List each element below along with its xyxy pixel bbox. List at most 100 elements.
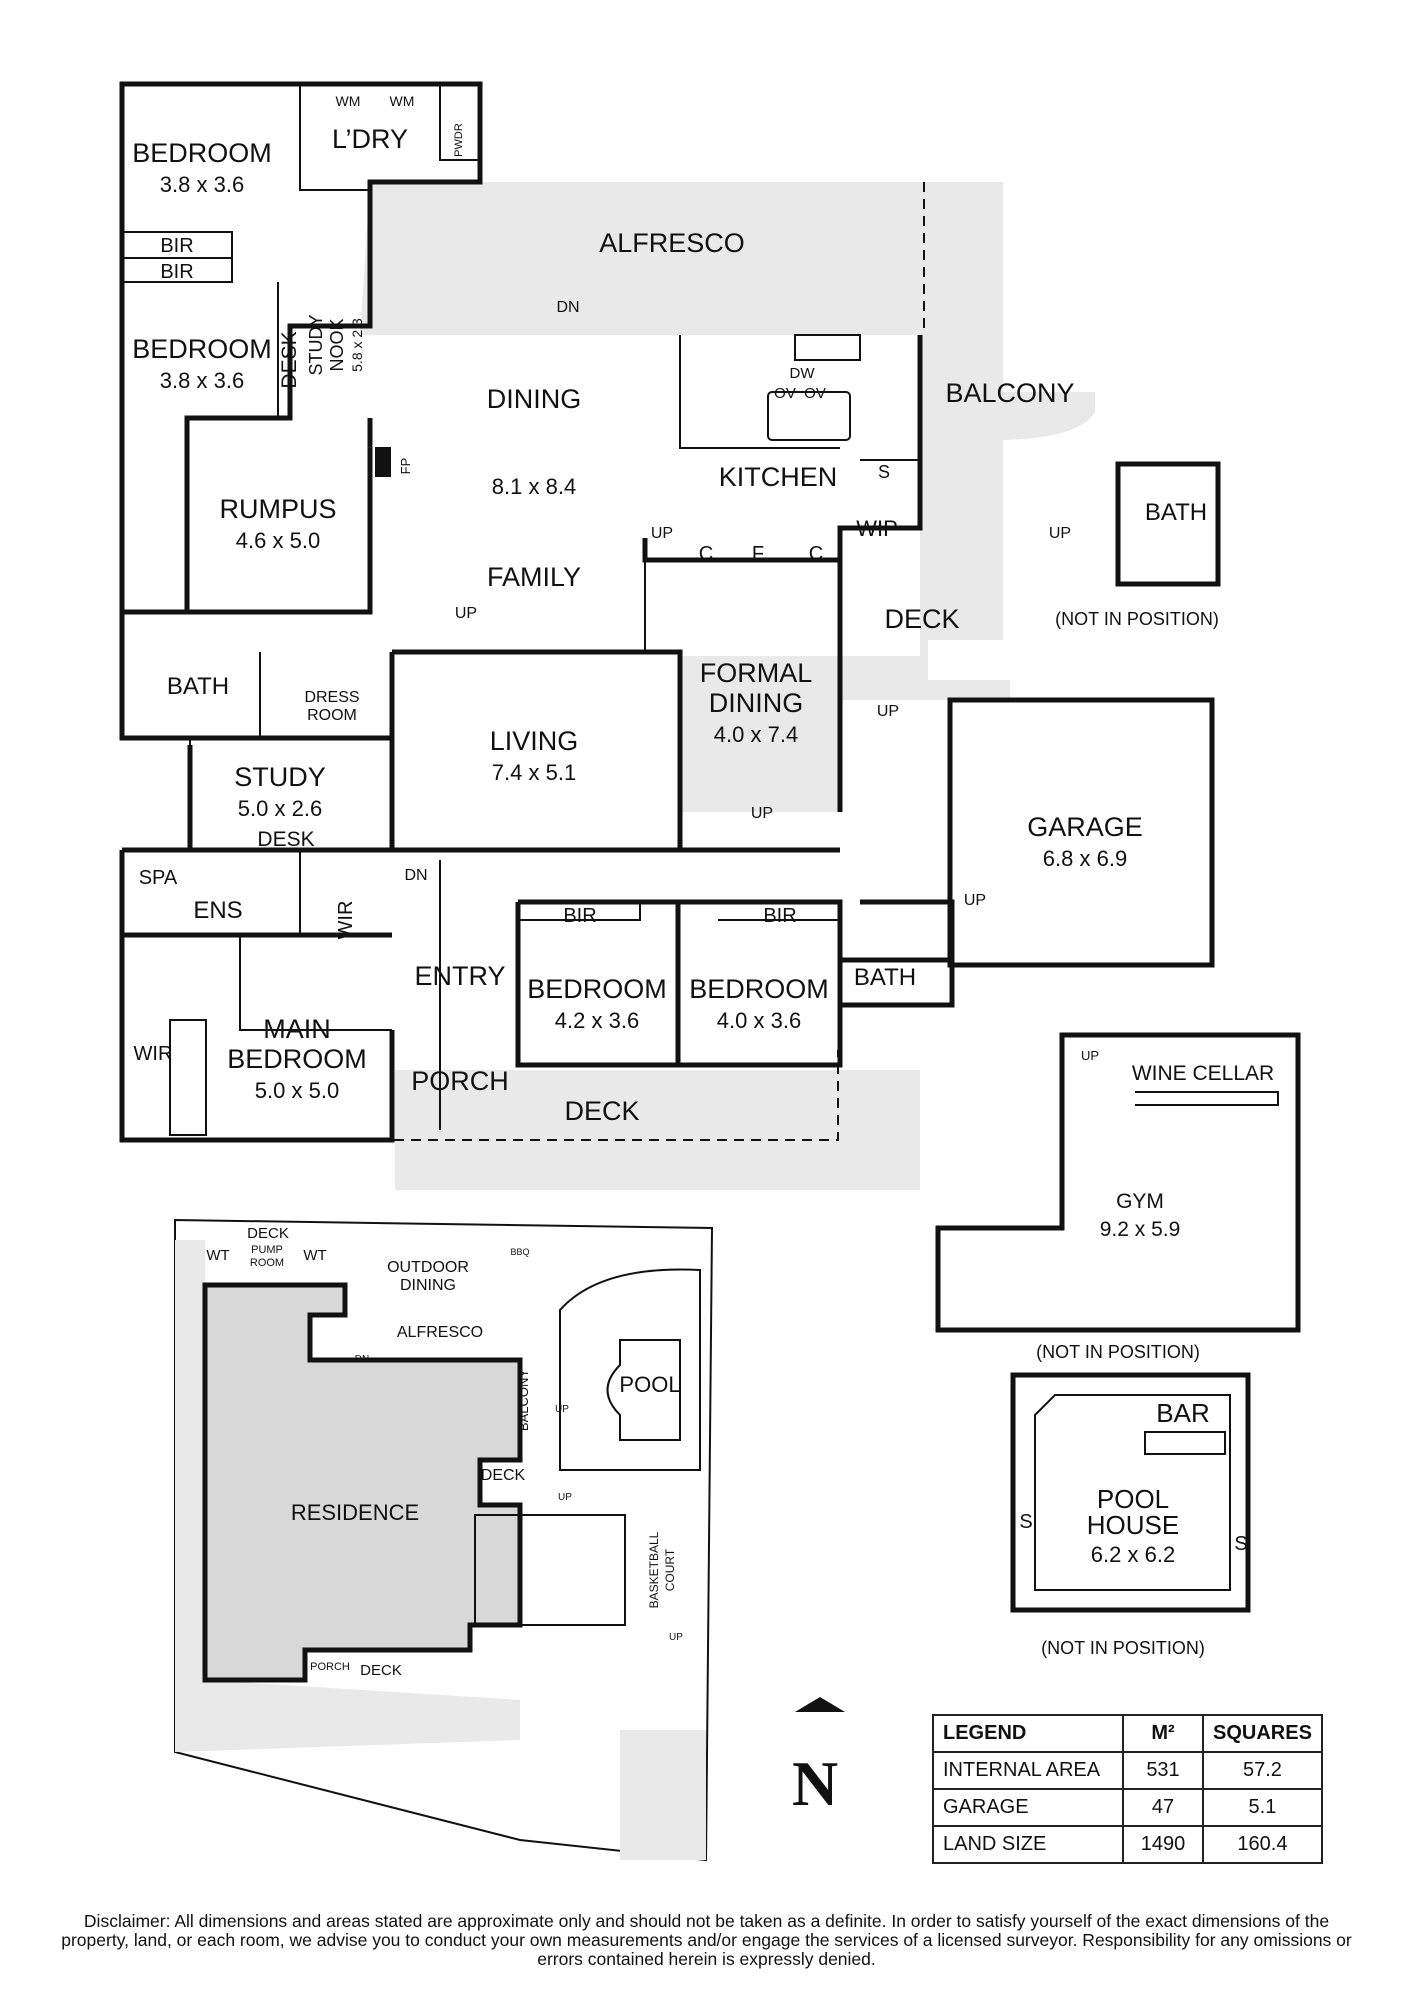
- legend-row: LAND SIZE 1490 160.4: [932, 1825, 1323, 1864]
- study-nook-line2: NOOK: [327, 318, 347, 371]
- deck-boundary: [394, 1050, 839, 1141]
- study-name: STUDY: [234, 762, 326, 792]
- legend-row-m2: 1490: [1122, 1825, 1204, 1864]
- site-basketball-1: BASKETBALL: [647, 1531, 661, 1608]
- legend-table: LEGEND M² SQUARES INTERNAL AREA 531 57.2…: [932, 1714, 1323, 1864]
- wir-label-1: WIR: [335, 901, 357, 940]
- pool-house-note: (NOT IN POSITION): [1041, 1638, 1205, 1658]
- site-outdoor-2: DINING: [400, 1277, 456, 1294]
- bedroom-3-size: 4.2 x 3.6: [555, 1008, 639, 1033]
- site-dn: DN: [355, 1354, 369, 1365]
- bedroom-3-name: BEDROOM: [527, 974, 667, 1004]
- up-label-5: UP: [1049, 525, 1071, 542]
- study-size: 5.0 x 2.6: [238, 796, 322, 821]
- up-label-3: UP: [877, 703, 899, 720]
- main-bedroom-size: 5.0 x 5.0: [255, 1078, 339, 1103]
- legend-header-label: LEGEND: [932, 1714, 1124, 1753]
- disclaimer-text: Disclaimer: All dimensions and areas sta…: [61, 1911, 1352, 1969]
- bar-label: BAR: [1156, 1398, 1209, 1428]
- alfresco-name: ALFRESCO: [599, 228, 745, 258]
- pool-house: BAR POOL HOUSE 6.2 x 6.2 S S (NOT IN POS…: [1010, 1372, 1251, 1658]
- f-label: F: [752, 543, 764, 565]
- legend-row-label: LAND SIZE: [932, 1825, 1124, 1864]
- pool-house-s2: S: [1234, 1533, 1247, 1555]
- desk-label-2: DESK: [257, 828, 314, 851]
- rumpus-name: RUMPUS: [219, 494, 336, 524]
- legend-row-m2: 47: [1122, 1788, 1204, 1827]
- compass-letter: N: [792, 1748, 839, 1819]
- gym-size: 9.2 x 5.9: [1100, 1218, 1181, 1241]
- site-wt-2: WT: [303, 1247, 326, 1264]
- site-bbq: BBQ: [510, 1247, 529, 1257]
- laundry-name: L’DRY: [332, 124, 408, 154]
- c-label-2: C: [809, 543, 823, 565]
- site-plan: DECK WT PUMP ROOM WT OUTDOOR DINING BBQ …: [174, 1218, 714, 1862]
- dining-name: DINING: [487, 384, 582, 414]
- site-pump-1: PUMP: [251, 1244, 283, 1256]
- site-up-1: UP: [555, 1404, 569, 1415]
- legend-header-m2: M²: [1122, 1714, 1204, 1753]
- bir-label-1: BIR: [160, 235, 193, 257]
- main-bedroom-line1: MAIN: [263, 1014, 331, 1044]
- site-residence: RESIDENCE: [291, 1500, 419, 1525]
- formal-dining-size: 4.0 x 7.4: [714, 722, 798, 747]
- north-arrow-icon: [795, 1697, 845, 1712]
- dn-label-2: DN: [404, 867, 427, 884]
- gym-up: UP: [1081, 1048, 1099, 1063]
- site-up-3: UP: [669, 1632, 683, 1643]
- detached-bath-note: (NOT IN POSITION): [1055, 609, 1219, 629]
- site-porch: PORCH: [310, 1661, 350, 1673]
- main-bedroom-line2: BEDROOM: [227, 1044, 367, 1074]
- site-alfresco: ALFRESCO: [397, 1324, 483, 1341]
- bath-label-2: BATH: [854, 964, 916, 991]
- dress-room-line2: ROOM: [307, 707, 357, 724]
- bath-label-1: BATH: [167, 673, 229, 700]
- legend-row-squares: 160.4: [1202, 1825, 1323, 1864]
- bedroom-2-name: BEDROOM: [132, 334, 272, 364]
- bedroom-1-size: 3.8 x 3.6: [160, 172, 244, 197]
- interior-walls: [122, 84, 920, 1136]
- site-deck-bottom: DECK: [360, 1662, 402, 1679]
- pool-house-size: 6.2 x 6.2: [1091, 1542, 1175, 1567]
- detached-bath: BATH (NOT IN POSITION): [1055, 461, 1221, 629]
- site-up-2: UP: [558, 1492, 572, 1503]
- wm-label-2: WM: [390, 93, 415, 109]
- garage-name: GARAGE: [1027, 812, 1143, 842]
- pool-house-line1: POOL: [1097, 1484, 1169, 1514]
- wm-label-1: WM: [336, 93, 361, 109]
- living-size: 7.4 x 5.1: [492, 760, 576, 785]
- desk-label-1: DESK: [278, 331, 301, 388]
- study-nook-size: 5.8 x 2.3: [349, 318, 365, 372]
- bedroom-4-name: BEDROOM: [689, 974, 829, 1004]
- ens-label: ENS: [193, 897, 242, 924]
- bedroom-1-name: BEDROOM: [132, 138, 272, 168]
- family-name: FAMILY: [487, 562, 581, 592]
- deck-label-2: DECK: [564, 1096, 639, 1126]
- site-outdoor-1: OUTDOOR: [387, 1259, 469, 1276]
- s-label-1: S: [878, 462, 890, 482]
- wir-label-2: WIR: [134, 1043, 173, 1065]
- site-balcony: BALCONY: [516, 1369, 531, 1431]
- formal-dining-line1: FORMAL: [700, 658, 813, 688]
- up-label-6: UP: [964, 892, 986, 909]
- site-deck-mid: DECK: [481, 1467, 526, 1484]
- site-pump-2: ROOM: [250, 1257, 284, 1269]
- gym-note: (NOT IN POSITION): [1036, 1342, 1200, 1362]
- dw-label: DW: [790, 365, 816, 382]
- balcony-label: BALCONY: [945, 378, 1074, 408]
- pool-house-line2: HOUSE: [1087, 1510, 1179, 1540]
- up-label-4: UP: [751, 805, 773, 822]
- up-label-1: UP: [651, 525, 673, 542]
- room-labels: BEDROOM 3.8 x 3.6 L’DRY WM WM PWDR BIR B…: [132, 93, 1143, 1126]
- outdoor-areas: [360, 182, 1095, 1190]
- legend-row: GARAGE 47 5.1: [932, 1788, 1323, 1827]
- alfresco-dn: DN: [556, 299, 579, 316]
- entry-label: ENTRY: [414, 961, 505, 991]
- study-nook-line1: STUDY: [306, 314, 326, 375]
- site-deck-top: DECK: [247, 1225, 289, 1242]
- dining-size: 8.1 x 8.4: [492, 474, 576, 499]
- legend-header-row: LEGEND M² SQUARES: [932, 1714, 1323, 1753]
- kitchen-name: KITCHEN: [719, 462, 838, 492]
- spa-label: SPA: [139, 867, 178, 889]
- legend-row-squares: 5.1: [1202, 1788, 1323, 1827]
